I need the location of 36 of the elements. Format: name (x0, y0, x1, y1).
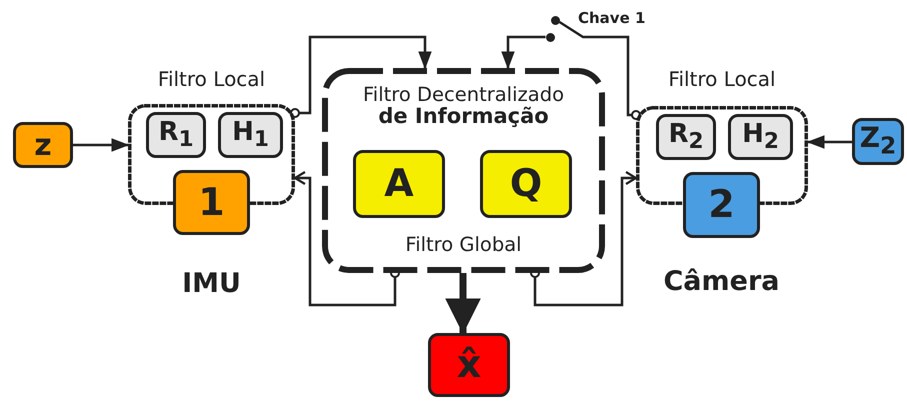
matrix-box (728, 114, 793, 160)
measurement-box (13, 122, 73, 168)
node-label: H$_{2}$ (742, 120, 779, 154)
matrix-box (656, 114, 716, 160)
filter-heading: Filtro Local (156, 68, 266, 90)
filter-heading: Filtro Local (667, 68, 777, 90)
filter-heading: Filtro Decentralizado de Informação (362, 84, 566, 129)
node-label: 1 (198, 182, 225, 224)
node-label: H$_{1}$ (232, 118, 269, 152)
switch-label: Chave 1 (578, 10, 646, 26)
matrix-box (146, 112, 206, 158)
sensor-label: Câmera (662, 267, 780, 297)
filter-heading: Filtro Global (404, 234, 523, 256)
node-label: R$_{1}$ (158, 118, 194, 152)
arrow (73, 138, 128, 152)
arrow (502, 36, 546, 68)
output-arrow (446, 273, 480, 334)
switch-contact (546, 32, 554, 42)
node-label: Q (510, 163, 542, 205)
matrix-box (480, 150, 572, 218)
sensor-label: IMU (181, 269, 242, 299)
node-label: z (34, 128, 52, 162)
arrow (530, 170, 638, 306)
switch-contact (550, 16, 560, 24)
arrow (294, 170, 400, 306)
matrix-box (218, 112, 283, 158)
estimate-box (428, 333, 510, 397)
matrix-box (353, 150, 445, 218)
node-label: x̂ (456, 344, 482, 386)
measurement-box (852, 118, 904, 165)
node-label: A (384, 163, 414, 205)
arrow (808, 136, 852, 148)
node-label: Z$_{2}$ (860, 123, 896, 160)
arrow (290, 36, 432, 118)
node-label: 2 (708, 184, 735, 226)
node-label: R$_{2}$ (668, 120, 704, 154)
